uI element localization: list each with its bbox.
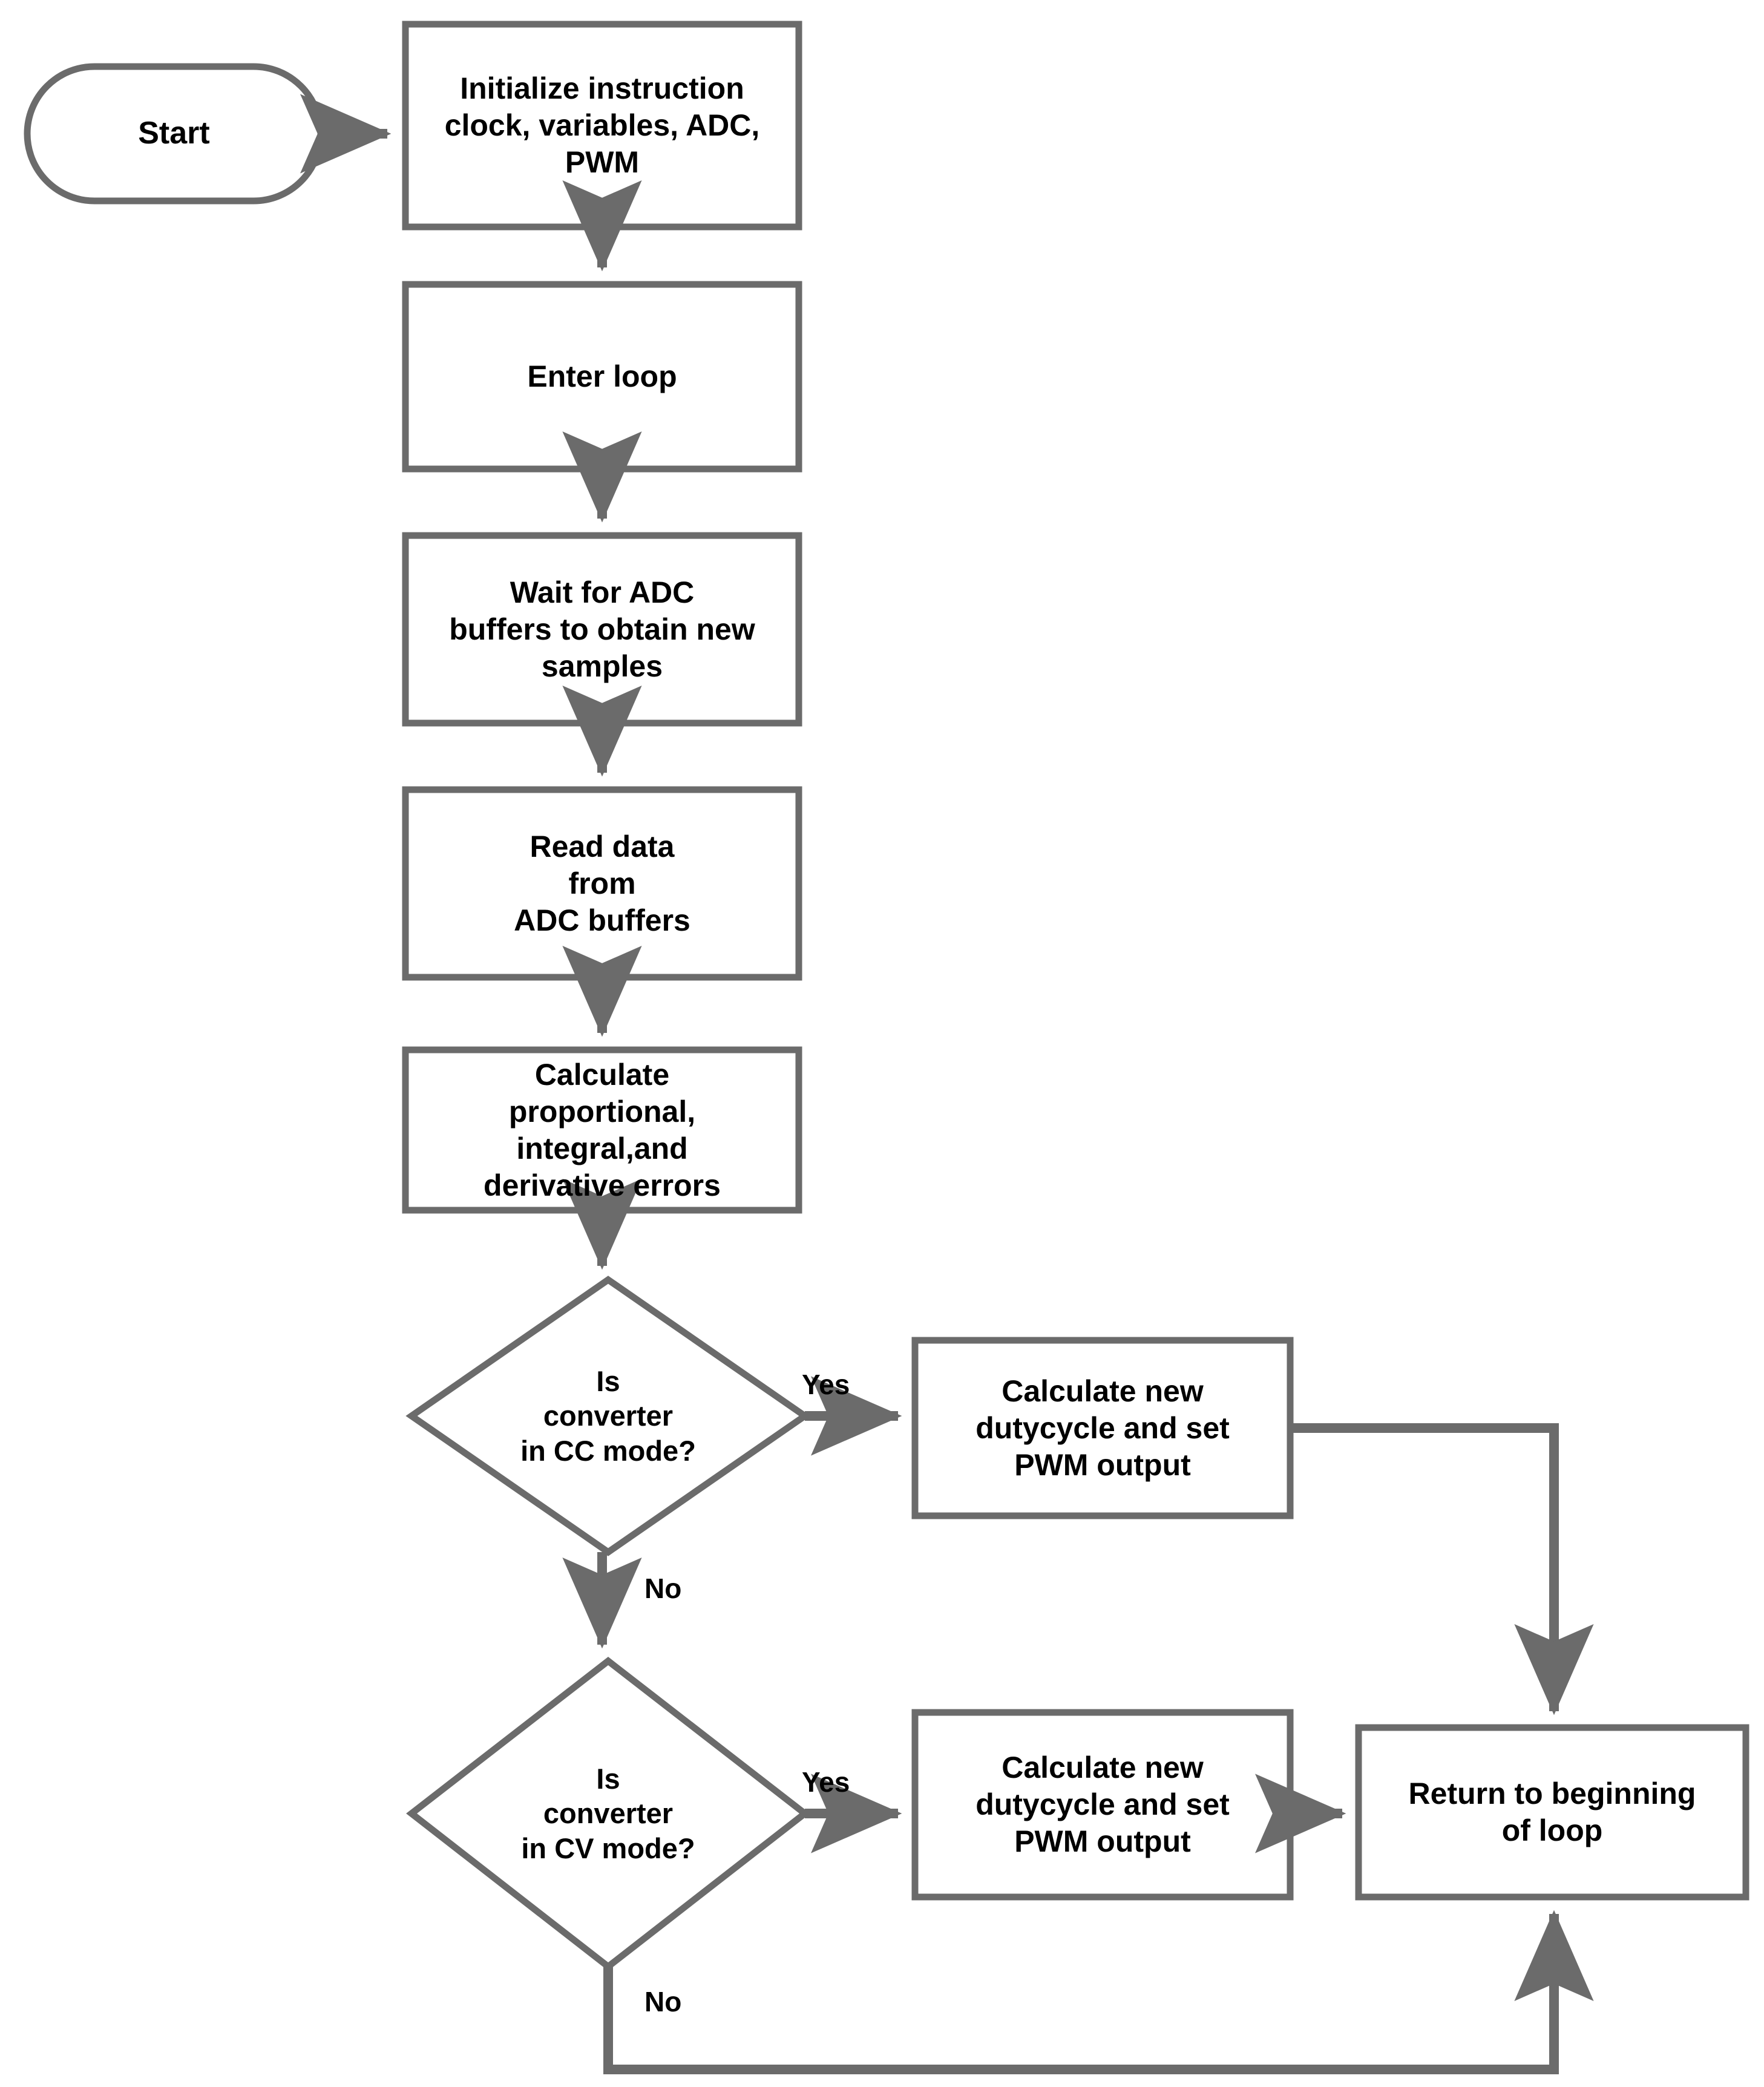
node-calc-errors-shape: [402, 1046, 802, 1214]
node-initialize-shape: [402, 21, 802, 231]
edge-label-cv-no: No: [644, 1986, 682, 2017]
node-cc-calc-shape: [911, 1337, 1294, 1519]
edge-label-cc-no: No: [644, 1573, 682, 1604]
edge-cccalc-to-return-top: [1290, 1423, 1594, 1715]
node-wait-adc-shape: [402, 532, 802, 727]
node-enter-loop-shape: [402, 281, 802, 473]
node-start-shape: [24, 63, 324, 205]
node-cv-decision-shape: [406, 1657, 810, 1971]
edge-cv-no-to-return-bottom: [603, 1910, 1594, 2074]
node-return-loop-shape: [1355, 1724, 1749, 1901]
edge-label-cc-yes: Yes: [802, 1369, 850, 1400]
edge-label-cv-yes: Yes: [802, 1766, 850, 1798]
node-cc-decision-shape: [405, 1276, 811, 1556]
node-read-adc-shape: [402, 786, 802, 981]
node-cv-calc-shape: [911, 1709, 1294, 1901]
